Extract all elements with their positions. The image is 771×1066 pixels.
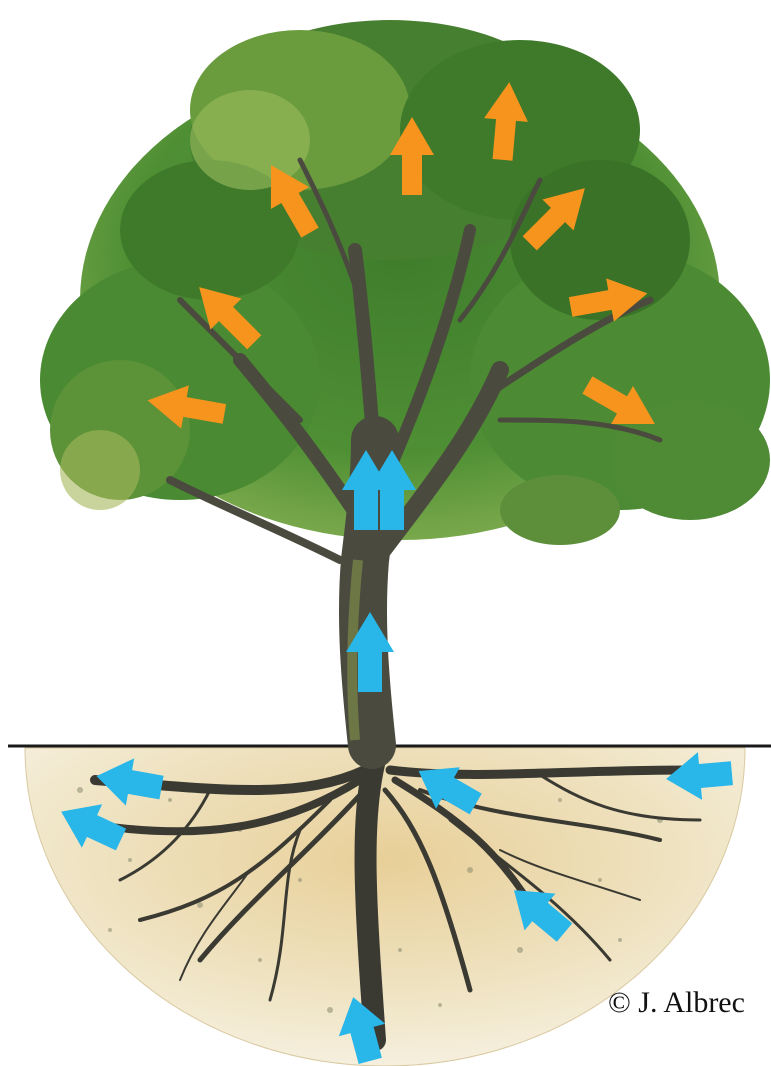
copyright-credit: © J. Albrec (608, 986, 745, 1020)
tree-canopy (40, 20, 770, 545)
